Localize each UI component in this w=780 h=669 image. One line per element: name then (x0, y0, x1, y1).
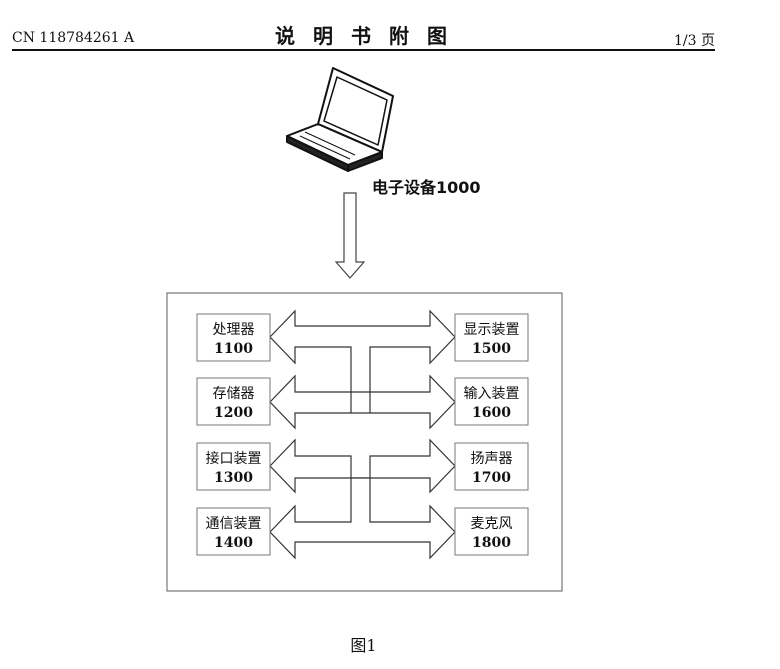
input-device-label: 输入装置 (464, 386, 520, 402)
input-device-number: 1600 (472, 405, 511, 421)
processor-number: 1100 (214, 341, 253, 357)
processor-label: 处理器 (213, 322, 255, 338)
left-components (196, 313, 271, 556)
bus-arrow-row-2 (269, 374, 456, 430)
interface-device-number: 1300 (214, 470, 253, 486)
speaker-box (454, 442, 529, 491)
bus-arrow-row-3 (269, 438, 456, 494)
microphone-number: 1800 (472, 535, 511, 551)
down-arrow (334, 192, 366, 279)
page-title: 说明书附图 (275, 24, 465, 48)
microphone-label: 麦克风 (471, 516, 513, 532)
processor-box (196, 313, 271, 362)
communication-device-label: 通信装置 (206, 516, 262, 532)
laptop-icon (286, 67, 394, 172)
microphone-box (454, 507, 529, 556)
display-device-number: 1500 (472, 341, 511, 357)
right-components (454, 313, 529, 556)
speaker-label: 扬声器 (471, 451, 513, 467)
bus-arrow-row-1 (269, 309, 456, 393)
interface-device-box (196, 442, 271, 491)
memory-number: 1200 (214, 405, 253, 421)
bus-arrow-row-4 (269, 477, 456, 560)
memory-label: 存储器 (213, 386, 255, 402)
input-device-box (454, 377, 529, 426)
page-number: 1/3 页 (674, 33, 715, 49)
memory-box (196, 377, 271, 426)
bus-arrows (269, 309, 456, 560)
speaker-number: 1700 (472, 470, 511, 486)
display-device-label: 显示装置 (464, 322, 520, 338)
header-divider (12, 49, 715, 51)
communication-device-box (196, 507, 271, 556)
communication-device-number: 1400 (214, 535, 253, 551)
device-label: 电子设备1000 (372, 178, 481, 197)
display-device-box (454, 313, 529, 362)
publication-number: CN 118784261 A (12, 30, 135, 46)
interface-device-label: 接口装置 (206, 450, 262, 467)
figure-caption: 图1 (350, 636, 377, 655)
